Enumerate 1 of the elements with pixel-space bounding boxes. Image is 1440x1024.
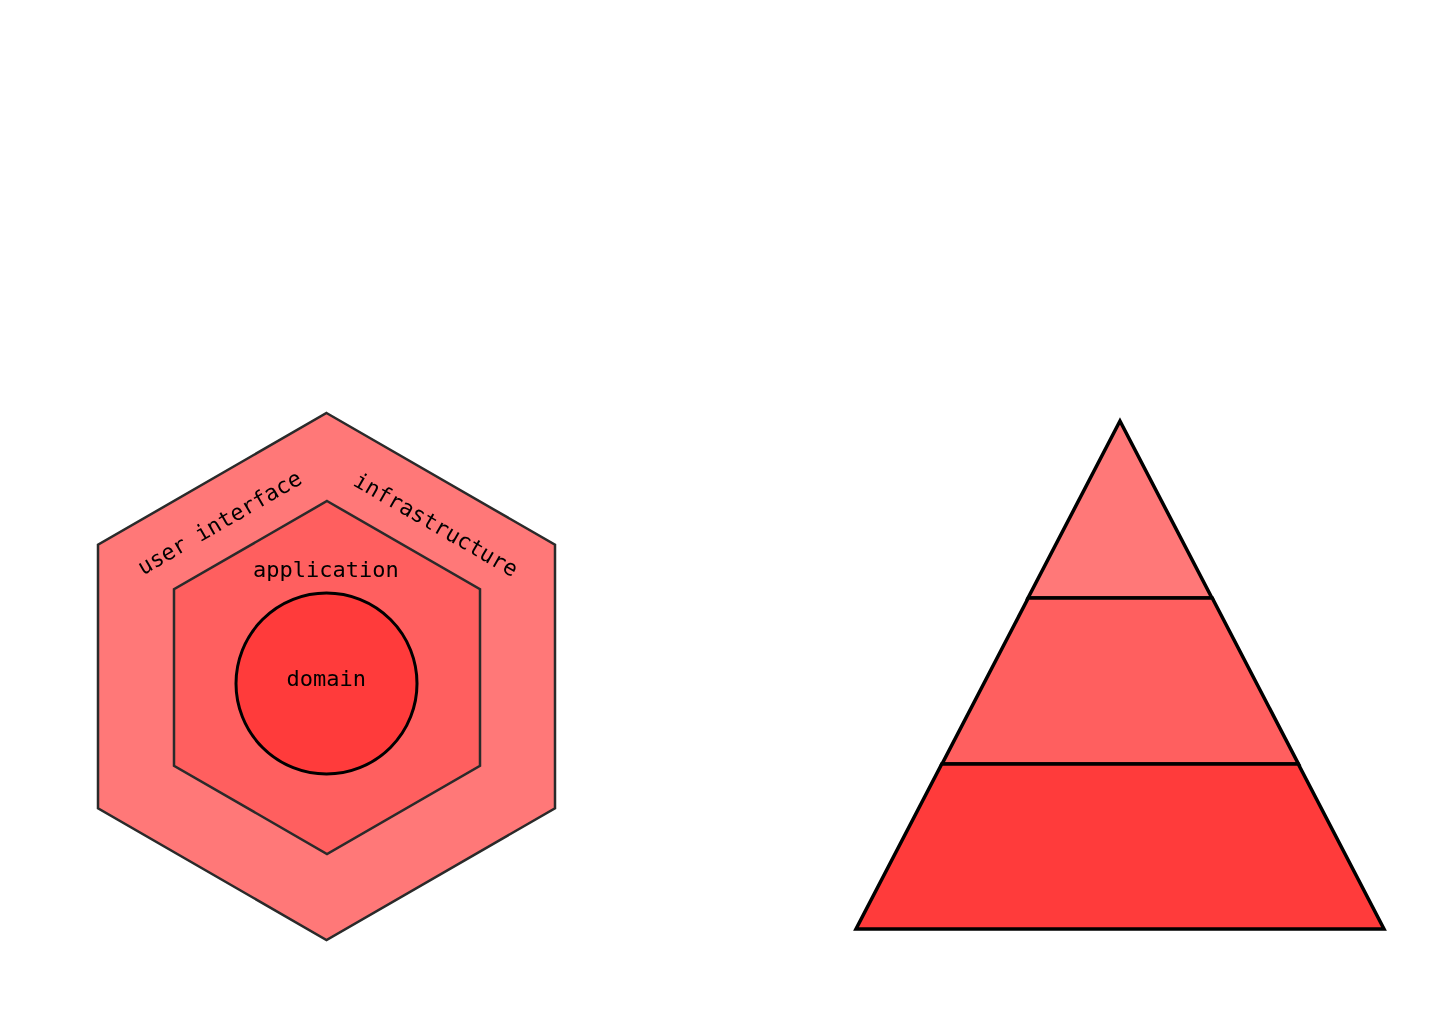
- layer-label: domain: [286, 668, 366, 690]
